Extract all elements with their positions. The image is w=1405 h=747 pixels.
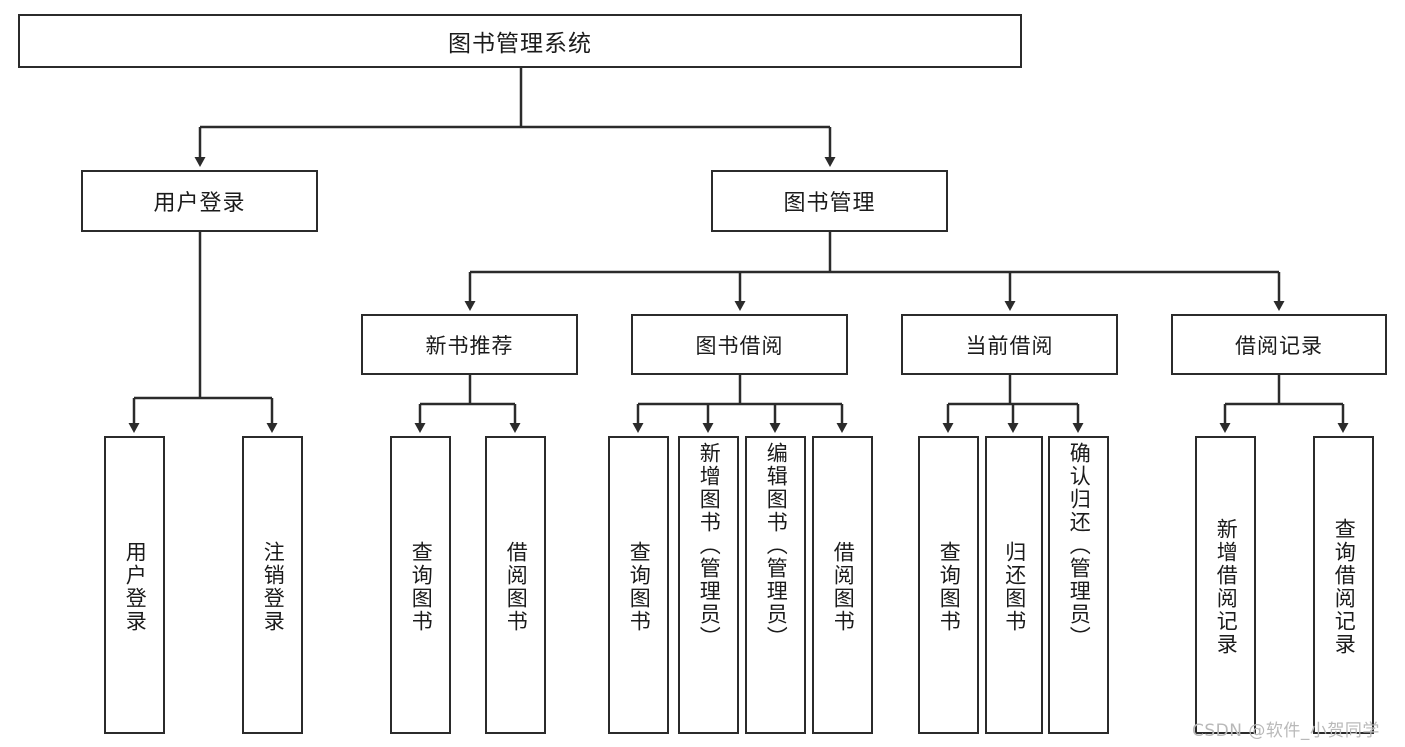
node-label: 借阅记录	[1235, 333, 1323, 358]
node-label: 注销登录	[261, 541, 286, 633]
leaf-add-book-admin[interactable]: 新增图书（管理员）	[678, 436, 739, 734]
leaf-query-book-current[interactable]: 查询图书	[918, 436, 979, 734]
leaf-borrow-book[interactable]: 借阅图书	[812, 436, 873, 734]
node-book-management[interactable]: 图书管理	[711, 170, 948, 232]
node-user-login[interactable]: 用户登录	[81, 170, 318, 232]
node-label: 确认归还（管理员）	[1067, 442, 1092, 649]
node-label: 查询图书	[937, 541, 962, 633]
node-label: 借阅图书	[831, 541, 856, 633]
node-label: 借阅图书	[504, 541, 529, 633]
leaf-user-login[interactable]: 用户登录	[104, 436, 165, 734]
node-label: 查询借阅记录	[1332, 518, 1357, 656]
node-label: 新书推荐	[425, 333, 514, 358]
csdn-watermark: CSDN @软件_小贺同学	[1192, 721, 1380, 741]
node-label: 图书借阅	[695, 333, 784, 358]
node-label: 当前借阅	[965, 333, 1054, 358]
node-borrow-record[interactable]: 借阅记录	[1171, 314, 1387, 375]
node-label: 图书管理系统	[448, 31, 592, 57]
leaf-query-book-recommend[interactable]: 查询图书	[390, 436, 451, 734]
leaf-confirm-return-admin[interactable]: 确认归还（管理员）	[1048, 436, 1109, 734]
leaf-add-borrow-record[interactable]: 新增借阅记录	[1195, 436, 1256, 734]
node-label: 编辑图书（管理员）	[764, 442, 789, 649]
leaf-edit-book-admin[interactable]: 编辑图书（管理员）	[745, 436, 806, 734]
leaf-query-book-borrow[interactable]: 查询图书	[608, 436, 669, 734]
leaf-return-book[interactable]: 归还图书	[985, 436, 1043, 734]
node-label: 查询图书	[627, 541, 652, 633]
leaf-logout[interactable]: 注销登录	[242, 436, 303, 734]
node-label: 图书管理	[783, 191, 876, 216]
node-label: 用户登录	[153, 191, 246, 216]
node-label: 归还图书	[1002, 541, 1027, 633]
node-label: 查询图书	[409, 541, 434, 633]
leaf-borrow-book-recommend[interactable]: 借阅图书	[485, 436, 546, 734]
node-book-borrow[interactable]: 图书借阅	[631, 314, 848, 375]
node-label: 用户登录	[123, 541, 148, 633]
node-new-book-recommend[interactable]: 新书推荐	[361, 314, 578, 375]
node-current-borrow[interactable]: 当前借阅	[901, 314, 1118, 375]
node-root-book-management-system[interactable]: 图书管理系统	[18, 14, 1022, 68]
node-label: 新增图书（管理员）	[697, 442, 722, 649]
leaf-query-borrow-record[interactable]: 查询借阅记录	[1313, 436, 1374, 734]
node-label: 新增借阅记录	[1214, 518, 1239, 656]
